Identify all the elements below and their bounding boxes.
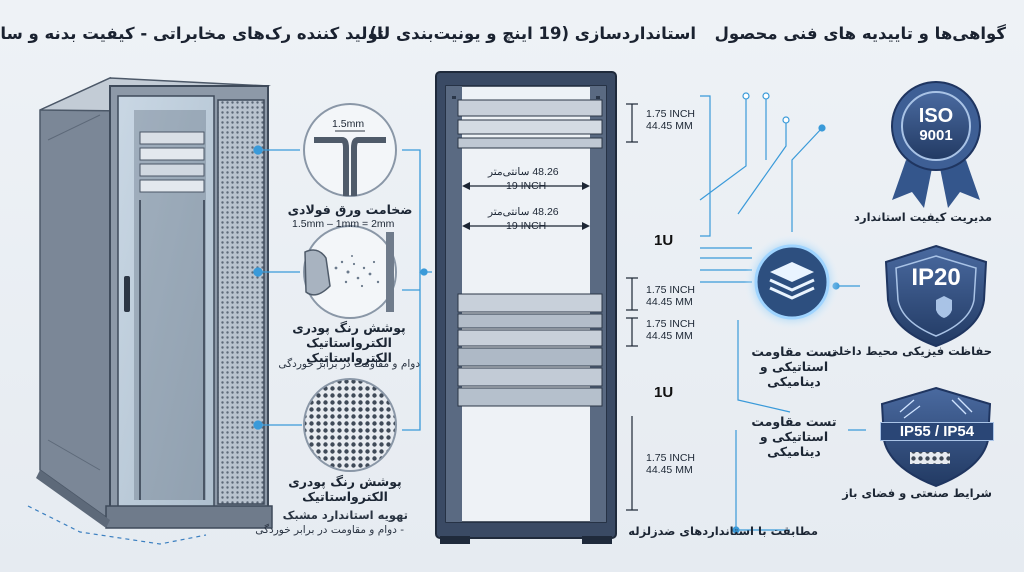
ip55-caption: شرایط صنعتی و فضای باز (842, 486, 992, 500)
right-callout-lines (699, 92, 866, 534)
iso-text: ISO (918, 105, 954, 127)
powder-coat-title: پوشش رنگ پودری الکترواستاتیک الکترواستات… (292, 320, 406, 365)
steel-thickness-title: ضخامت ورق فولادی (287, 202, 413, 217)
cabinet-illustration (27, 76, 273, 545)
dimension-4: 1.75 INCH 44.45 MM (646, 452, 695, 476)
steel-thickness-values: 1.5mm – 1mm = 2mm (292, 218, 395, 230)
iso-badge (891, 81, 981, 208)
left-header: تولید کننده رک‌های مخابراتی - کیفیت بدنه… (0, 24, 384, 43)
ip20-badge-text: IP20 (911, 264, 961, 291)
middle-header: استانداردسازی (19 اینچ و یونیت‌بندی U) (369, 24, 696, 43)
width-inch-label-2: 19 INCH (506, 220, 547, 232)
dimension-1: 1.75 INCH 44.45 MM (646, 108, 695, 132)
mesh-coat-title: پوشش رنگ پودری الکترواستاتیک (288, 474, 402, 504)
ip20-caption: حفاظت فیزیکی محیط داخلی (827, 344, 992, 358)
powder-coat-note: دوام و مقاومت در برابر خوردگی (278, 358, 420, 370)
unit-label-1u-lower: 1U (654, 384, 674, 401)
iso-number: 9001 (919, 127, 953, 144)
dimension-3-mm: 44.45 MM (646, 330, 693, 342)
right-header: گواهی‌ها و تاییدیه های فنی محصول (714, 24, 1006, 43)
dimension-2-inch: 1.75 INCH (646, 284, 696, 296)
thickness-callout (303, 103, 397, 197)
mesh-ventilation-subtitle: تهویه استاندارد مشبک (282, 508, 408, 522)
dimension-4-mm: 44.45 MM (646, 464, 693, 476)
dimension-4-inch: 1.75 INCH (646, 452, 696, 464)
dimension-3-inch: 1.75 INCH (646, 318, 696, 330)
width-cm-label-1: 48.26 سانتی‌متر (488, 166, 559, 178)
layers-icon (744, 234, 840, 330)
dimension-1-inch: 1.75 INCH (646, 108, 696, 120)
iso-badge-text: ISO 9001 (904, 106, 968, 146)
width-inch-label-1: 19 INCH (506, 180, 547, 192)
seismic-compliance: مطابقت با استانداردهای ضدزلزله (628, 524, 818, 538)
iso-caption: مدیریت کیفیت استاندارد (854, 210, 992, 224)
dimension-3: 1.75 INCH 44.45 MM (646, 318, 695, 342)
static-dynamic-test-1: تست مقاومت استاتیکی و دینامیکی (751, 344, 837, 389)
mesh-durability-note: - دوام و مقاومت در برابر خوردگی (255, 524, 404, 536)
ip55-badge-text: IP55 / IP54 (880, 422, 994, 441)
dimension-2: 1.75 INCH 44.45 MM (646, 284, 695, 308)
unit-dimension-markers (626, 103, 638, 511)
dimension-2-mm: 44.45 MM (646, 296, 693, 308)
dimension-1-mm: 44.45 MM (646, 120, 693, 132)
ip20-shield (884, 244, 988, 348)
spray-callout (303, 225, 397, 319)
unit-label-1u-upper: 1U (654, 232, 674, 249)
width-cm-label-2: 48.26 سانتی‌متر (488, 206, 559, 218)
thickness-value: 1.5mm (332, 118, 365, 130)
rack-19inch-illustration (435, 71, 617, 544)
mesh-callout (303, 378, 397, 472)
left-callout-lines (253, 145, 432, 431)
static-dynamic-test-2: تست مقاومت استاتیکی و دینامیکی (751, 414, 837, 459)
